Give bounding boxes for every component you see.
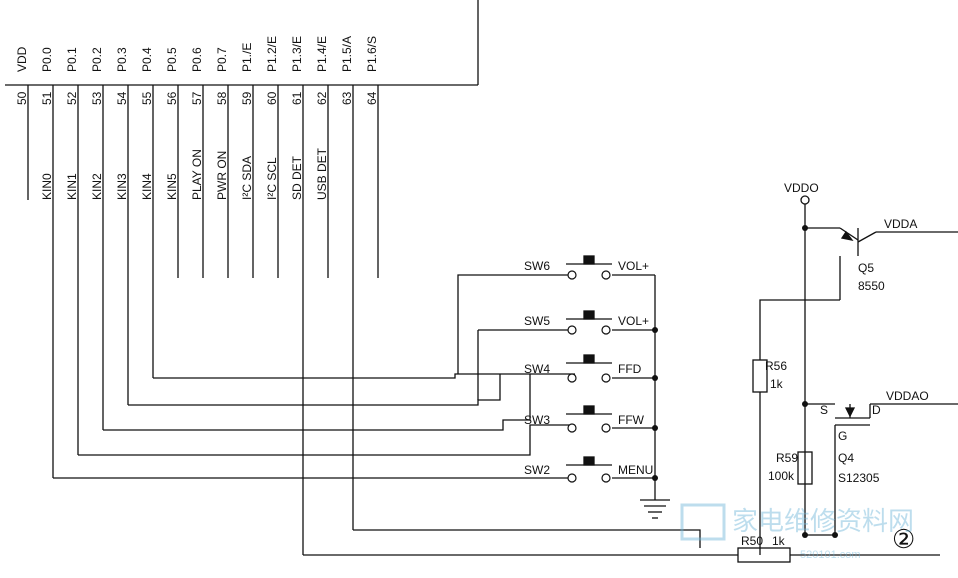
label-sw5-func: VOL+ (618, 314, 649, 328)
switch-sw2 (566, 456, 655, 479)
pin-name-63: P1.5/A (340, 36, 354, 72)
pin-number-63: 63 (340, 91, 354, 105)
pin-number-54: 54 (115, 91, 129, 105)
label-q4-ref: Q4 (838, 451, 854, 465)
pin-signal-62: USB DET (315, 147, 329, 200)
pin-signal-57: PLAY ON (190, 149, 204, 200)
label-q5-part: 8550 (858, 279, 885, 293)
label-vddao: VDDAO (886, 389, 929, 403)
label-r59-val: 100k (768, 469, 795, 483)
label-r56-ref: R56 (765, 359, 787, 373)
pin-number-52: 52 (65, 91, 79, 105)
q5-base-wire (759, 299, 840, 360)
label-r59-ref: R59 (776, 451, 798, 465)
mosfet-q4-icon (805, 403, 958, 536)
label-sw4: SW4 (524, 362, 550, 376)
switch-sw6 (566, 255, 655, 276)
switch-sw5 (566, 310, 655, 331)
label-s-pin: S (820, 403, 828, 417)
label-r56-val: 1k (770, 377, 784, 391)
switch-contacts (567, 270, 611, 483)
pin-name-62: P1.4/E (315, 36, 329, 72)
vddo-terminal (800, 195, 810, 205)
label-sw2-func: MENU (618, 463, 653, 477)
wiring (5, 0, 958, 563)
bus-kin5-sw4 (153, 373, 575, 379)
pin-name-53: P0.2 (90, 47, 104, 72)
pin-name-61: P1.3/E (290, 36, 304, 72)
pin-number-59: 59 (240, 91, 254, 105)
pin-number-51: 51 (40, 91, 54, 105)
label-sw3-func: FFW (618, 413, 645, 427)
wire-p15-gate (353, 529, 701, 548)
pin-name-59: P1./E (240, 43, 254, 72)
label-sw6-func: VOL+ (618, 259, 649, 273)
pin-signal-58: PWR ON (215, 151, 229, 200)
pin-name-64: P1.6/S (365, 36, 379, 72)
bus-sw6 (457, 274, 575, 374)
pin-name-60: P1.2/E (265, 36, 279, 72)
label-sw3: SW3 (524, 413, 550, 427)
pin-signal-61: SD DET (290, 155, 304, 200)
watermark-text: 家电维修资料网 (732, 506, 914, 536)
label-g-pin: G (838, 429, 847, 443)
pin-name-58: P0.7 (215, 47, 229, 72)
label-r50-ref: R50 (741, 534, 763, 548)
label-vddo: VDDO (784, 181, 819, 195)
pin-name-55: P0.4 (140, 47, 154, 72)
pin-number-55: 55 (140, 91, 154, 105)
pin-name-51: P0.0 (40, 47, 54, 72)
label-q5-ref: Q5 (858, 261, 874, 275)
label-vdda: VDDA (884, 217, 917, 231)
bus-kin3 (103, 374, 531, 431)
pin-signal-54: KIN3 (115, 173, 129, 200)
resistor-r50 (737, 547, 791, 563)
watermark: 家电维修资料网 520101.com (680, 503, 914, 561)
resistor-r59 (797, 451, 813, 485)
pin-signal-53: KIN2 (90, 173, 104, 200)
figure-number: ② (892, 524, 915, 554)
pin-number-56: 56 (165, 91, 179, 105)
pin-signal-56: KIN5 (165, 173, 179, 200)
pin-name-50: VDD (15, 46, 29, 72)
pin-name-56: P0.5 (165, 47, 179, 72)
pin-signal-52: KIN1 (65, 173, 79, 200)
label-sw2: SW2 (524, 463, 550, 477)
pin-name-57: P0.6 (190, 47, 204, 72)
watermark-logo-icon (680, 503, 726, 541)
transistor-q5-icon (839, 227, 958, 256)
pin-signal-60: I²C SCL (265, 157, 279, 200)
pin-name-52: P0.1 (65, 47, 79, 72)
pin-number-61: 61 (290, 91, 304, 105)
pin-name-54: P0.3 (115, 47, 129, 72)
label-sw6: SW6 (524, 259, 550, 273)
label-sw5: SW5 (524, 314, 550, 328)
pin-number-64: 64 (365, 91, 379, 105)
watermark-url: 520101.com (800, 549, 861, 561)
pin-signal-59: I²C SDA (240, 156, 254, 200)
pin-number-57: 57 (190, 91, 204, 105)
pin-number-53: 53 (90, 91, 104, 105)
label-d-pin: D (872, 403, 881, 417)
bus-kin2-sw3 (78, 424, 575, 456)
pin-number-60: 60 (265, 91, 279, 105)
pin-number-62: 62 (315, 91, 329, 105)
ground-icon (640, 499, 670, 519)
switch-sw3 (566, 405, 655, 429)
junctions (652, 225, 838, 538)
switch-sw4 (566, 354, 655, 379)
pin-signal-51: KIN0 (40, 173, 54, 200)
pin-signal-55: KIN4 (140, 173, 154, 200)
label-q4-part: S12305 (838, 471, 880, 485)
pin-number-50: 50 (15, 91, 29, 105)
pin-number-58: 58 (215, 91, 229, 105)
label-r50-val: 1k (772, 534, 786, 548)
label-sw4-func: FFD (618, 362, 642, 376)
